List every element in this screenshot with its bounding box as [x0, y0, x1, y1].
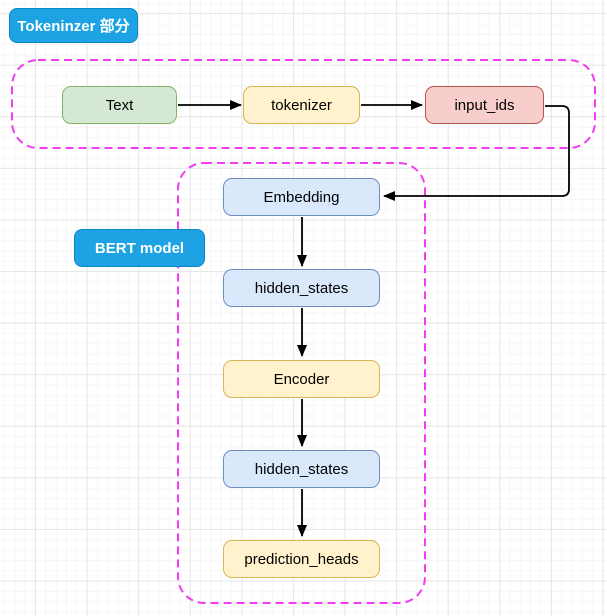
node-prediction-heads[interactable]: prediction_heads — [223, 540, 380, 578]
bert-model-section-label[interactable]: BERT model — [74, 229, 205, 267]
edge-inputids-to-embedding[interactable] — [383, 105, 570, 201]
node-tokenizer[interactable]: tokenizer — [243, 86, 360, 124]
node-input-ids[interactable]: input_ids — [425, 86, 544, 124]
node-hidden-states-1[interactable]: hidden_states — [223, 269, 380, 307]
bert-group-container[interactable] — [177, 162, 426, 604]
node-embedding[interactable]: Embedding — [223, 178, 380, 216]
tokenizer-group-container[interactable] — [11, 59, 596, 149]
node-encoder[interactable]: Encoder — [223, 360, 380, 398]
node-hidden-states-2[interactable]: hidden_states — [223, 450, 380, 488]
tokenizer-section-label[interactable]: Tokeninzer 部分 — [9, 8, 138, 43]
node-text[interactable]: Text — [62, 86, 177, 124]
